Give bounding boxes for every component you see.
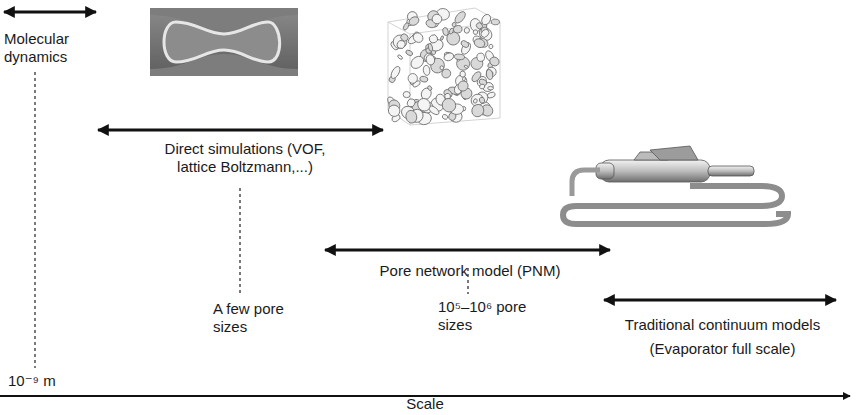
scale-value: 10⁻⁹ m <box>8 372 88 390</box>
pore-blob <box>473 37 486 49</box>
pore-blob <box>443 52 455 63</box>
pore-blob <box>462 77 465 82</box>
pore-blob <box>405 109 419 124</box>
pore-blob <box>440 35 444 40</box>
pore-blob <box>423 65 431 76</box>
scale-value: A few pore sizes <box>213 300 293 336</box>
pore-blob <box>456 79 470 93</box>
pore-blob <box>411 31 425 45</box>
range-arrow <box>325 249 610 252</box>
pore-blob <box>397 54 403 60</box>
porous-cube <box>386 8 501 126</box>
pore-blob <box>442 88 453 99</box>
pore-blob <box>454 54 465 60</box>
pore-blob <box>453 10 467 25</box>
axis-label: Scale <box>380 395 470 413</box>
pore-blob <box>431 13 443 25</box>
pore-blob <box>488 55 501 67</box>
pore-blob <box>405 49 414 56</box>
pore-blob <box>473 29 478 34</box>
pore-blob <box>488 44 493 49</box>
liquid-line <box>576 214 788 224</box>
pore-blob <box>408 15 421 27</box>
heat-pipe-illustration <box>563 146 788 224</box>
range-arrow <box>98 129 383 132</box>
pore-blob <box>390 32 409 51</box>
pore-blob <box>402 22 410 31</box>
pore-blob <box>427 43 433 52</box>
pore-blob <box>439 96 458 115</box>
leader-line <box>34 72 35 368</box>
pore-blob <box>459 71 466 78</box>
evaporator <box>600 160 710 182</box>
pore-blob <box>425 54 435 66</box>
method-label: Molecular dynamics <box>4 30 114 66</box>
pore-blob <box>464 65 469 69</box>
pore-blob <box>460 39 470 48</box>
pore-blob <box>419 75 428 82</box>
pore-blob <box>386 103 402 119</box>
pore-blob <box>449 28 455 35</box>
pore-blob <box>440 65 444 70</box>
range-arrow <box>604 299 836 302</box>
pore-blob <box>473 98 478 104</box>
pore-blob <box>480 28 491 39</box>
pore-blob <box>399 32 409 42</box>
pore-blob <box>464 27 470 33</box>
method-label: Pore network model (PNM) <box>360 262 580 280</box>
pore-blob <box>406 98 416 108</box>
pore-throat <box>150 8 298 76</box>
range-arrow <box>4 11 96 14</box>
method-label: Direct simulations (VOF, lattice Boltzma… <box>150 140 340 176</box>
pore-blob <box>488 86 494 90</box>
method-label: Traditional continuum models <box>615 316 830 334</box>
pore-blob <box>469 102 486 119</box>
pore-blob <box>403 91 410 98</box>
pore-blob <box>479 84 485 90</box>
vapour-line <box>576 186 782 206</box>
pore-blob <box>486 69 494 80</box>
pore-blob <box>444 30 462 48</box>
pore-illustration <box>150 8 298 76</box>
pore-blob <box>491 19 499 25</box>
pore-blob <box>409 54 426 71</box>
pore-blob <box>479 96 486 103</box>
bubble <box>164 22 280 62</box>
method-label: (Evaporator full scale) <box>615 340 830 358</box>
pore-blob <box>389 65 401 80</box>
pore-blob <box>442 114 449 120</box>
pore-blob <box>427 85 433 91</box>
pore-blob <box>428 33 439 44</box>
leader-line <box>239 188 240 296</box>
pore-blob <box>476 52 485 62</box>
scale-value: 10⁵–10⁶ pore sizes <box>438 298 533 334</box>
pore-blob <box>408 73 417 83</box>
